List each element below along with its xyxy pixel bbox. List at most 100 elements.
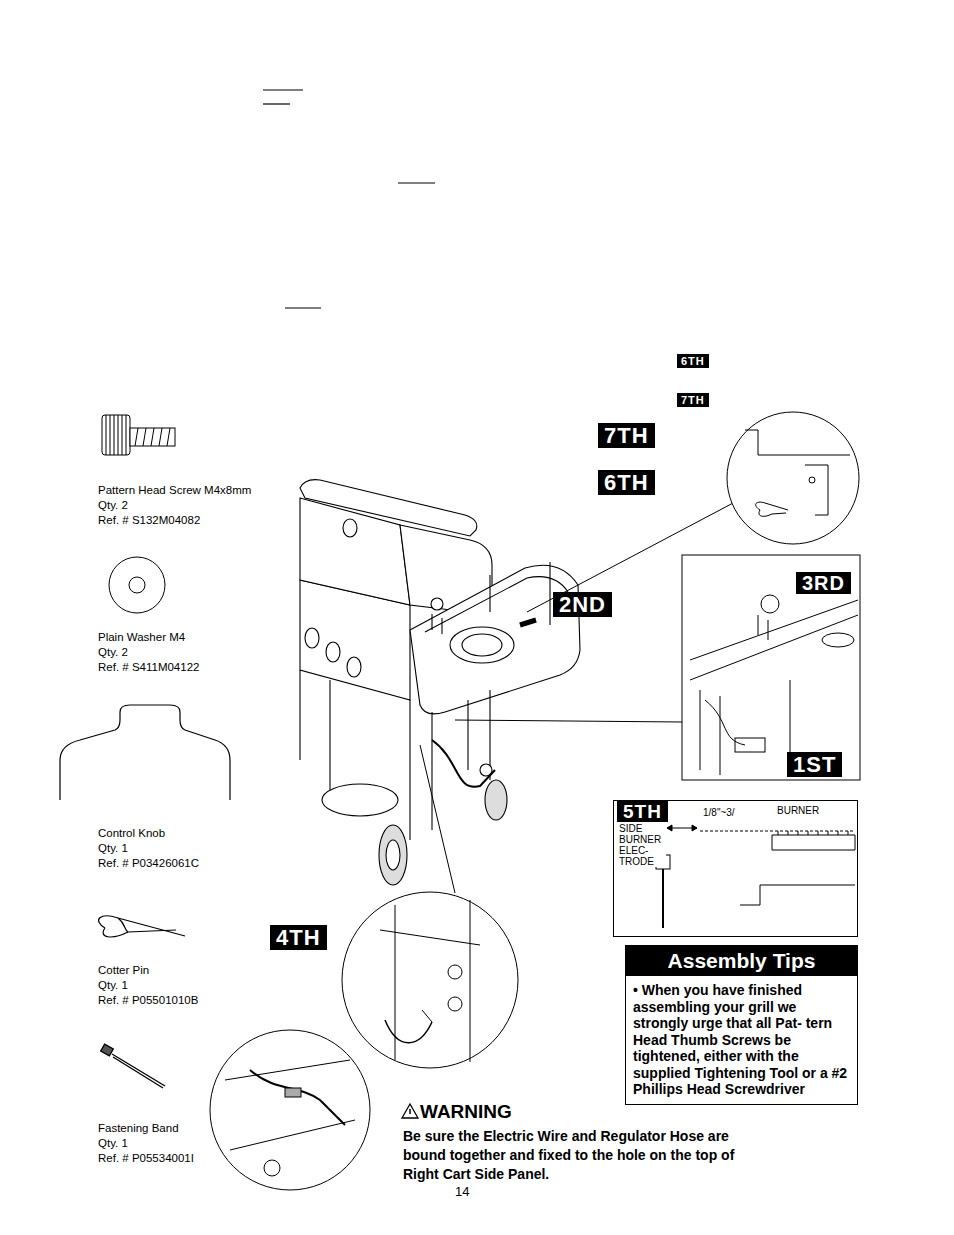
tips-box: Assembly Tips• When you have finished as… (625, 945, 858, 1105)
detail-circle-4th (448, 965, 462, 979)
detail-circle-wire (285, 1088, 301, 1097)
washer-icon (109, 557, 165, 613)
thumb-screw-icon (102, 415, 175, 455)
detail-circle-cotter-pin (727, 412, 859, 544)
step-badge: 5TH (617, 801, 668, 822)
step-badge: 2ND (553, 592, 612, 617)
detail-circle-wire (210, 1030, 370, 1190)
grill-drawing (480, 764, 492, 776)
grill-drawing (467, 700, 468, 770)
grill-drawing (450, 627, 514, 663)
washer-icon (109, 557, 165, 613)
step-number: 6TH (681, 355, 705, 367)
fastening-band-icon (113, 1057, 163, 1088)
step-number: 6TH (604, 470, 649, 495)
detail-inset-1st-3rd (822, 633, 854, 647)
part-label: Ref. # P05501010B (98, 993, 198, 1007)
step-number: 2ND (559, 592, 606, 617)
detail-inset-1st-3rd (700, 680, 790, 775)
part-label: Cotter Pin (98, 963, 149, 977)
detail-inset-1st-3rd (682, 555, 860, 780)
detail-circle-4th (380, 900, 480, 1062)
control-knob-icon (60, 705, 230, 800)
leader-lines (455, 720, 682, 722)
electrode-detail (772, 835, 855, 850)
part-label: Ref. # P05534001I (98, 1151, 194, 1165)
blank-lines (285, 307, 321, 308)
step-number: 4TH (276, 925, 321, 950)
washer-icon (129, 577, 145, 593)
grill-drawing (300, 480, 477, 536)
grill-drawing (431, 614, 432, 630)
cotter-pin-icon (99, 916, 185, 936)
warning-icon (402, 1104, 418, 1118)
thumb-screw-icon (135, 428, 170, 446)
thumb-screw-icon (106, 415, 126, 455)
leader-lines (420, 745, 455, 893)
grill-drawing (299, 670, 300, 760)
fastening-band-icon (112, 1054, 165, 1086)
detail-circle-4th (448, 997, 462, 1011)
grill-drawing (431, 598, 443, 610)
detail-circle-cotter-pin (727, 412, 859, 544)
step-badge: 6TH (677, 354, 709, 368)
part-label: Qty. 2 (98, 498, 128, 512)
blank-lines (263, 89, 303, 90)
cotter-pin-icon (103, 928, 176, 937)
detail-circle-wire (250, 1070, 345, 1125)
step-badge: 7TH (677, 393, 709, 407)
part-label: Pattern Head Screw M4x8mm (98, 483, 251, 497)
step-number: 1ST (793, 752, 836, 777)
electrode-detail (667, 825, 697, 831)
page-number: 14 (455, 1184, 469, 1200)
detail-inset-1st-3rd (735, 738, 765, 752)
grill-drawing (431, 712, 432, 830)
detail-circle-cotter-pin (756, 502, 788, 516)
warning-icon (409, 1109, 411, 1114)
grill-drawing (462, 634, 502, 656)
step-number: 7TH (604, 423, 649, 448)
grill-drawing (489, 575, 490, 612)
grill-drawing (379, 825, 407, 885)
step-badge: 1ST (787, 752, 842, 777)
grill-drawing (305, 628, 319, 648)
detail-circle-4th (422, 1010, 432, 1022)
step-number: 7TH (681, 394, 705, 406)
detail-inset: 5THSIDE BURNER ELEC- TRODE1/8"~3/BURNER (613, 800, 858, 937)
control-knob-icon (60, 705, 230, 800)
grill-drawing (520, 620, 536, 625)
detail-inset-1st-3rd (682, 555, 860, 780)
part-label: Plain Washer M4 (98, 630, 185, 644)
blank-lines (263, 90, 435, 308)
part-label: Qty. 1 (98, 841, 128, 855)
step-badge: 3RD (796, 572, 851, 594)
thumb-screw-icon (130, 428, 175, 446)
detail-circle-wire (225, 1060, 355, 1150)
step-badge: 4TH (270, 925, 327, 950)
inset-label: SIDE BURNER ELEC- TRODE (618, 823, 666, 867)
detail-circle-wire (210, 1030, 370, 1190)
grill-drawing (485, 780, 507, 820)
grill-drawing (386, 840, 400, 870)
electrode-detail (740, 885, 855, 905)
inset-label: BURNER (776, 805, 820, 816)
blank-lines (263, 103, 290, 104)
blank-lines (398, 182, 435, 183)
grill-drawing (300, 480, 580, 885)
grill-drawing (329, 680, 330, 790)
detail-circle-4th (342, 892, 518, 1068)
part-label: Control Knob (98, 826, 165, 840)
grill-drawing (441, 618, 442, 634)
warning-text: Be sure the Electric Wire and Regulator … (403, 1127, 753, 1184)
grill-drawing (326, 642, 340, 662)
warning-icon (402, 1104, 418, 1118)
detail-circle-cotter-pin (805, 465, 828, 515)
step-number: 5TH (623, 801, 662, 822)
electrode-detail (700, 831, 855, 832)
grill-drawing (425, 577, 568, 632)
grill-drawing (347, 657, 361, 677)
part-label: Fastening Band (98, 1121, 179, 1135)
part-label: Ref. # S411M04122 (98, 660, 199, 674)
thumb-screw-icon (102, 415, 130, 455)
